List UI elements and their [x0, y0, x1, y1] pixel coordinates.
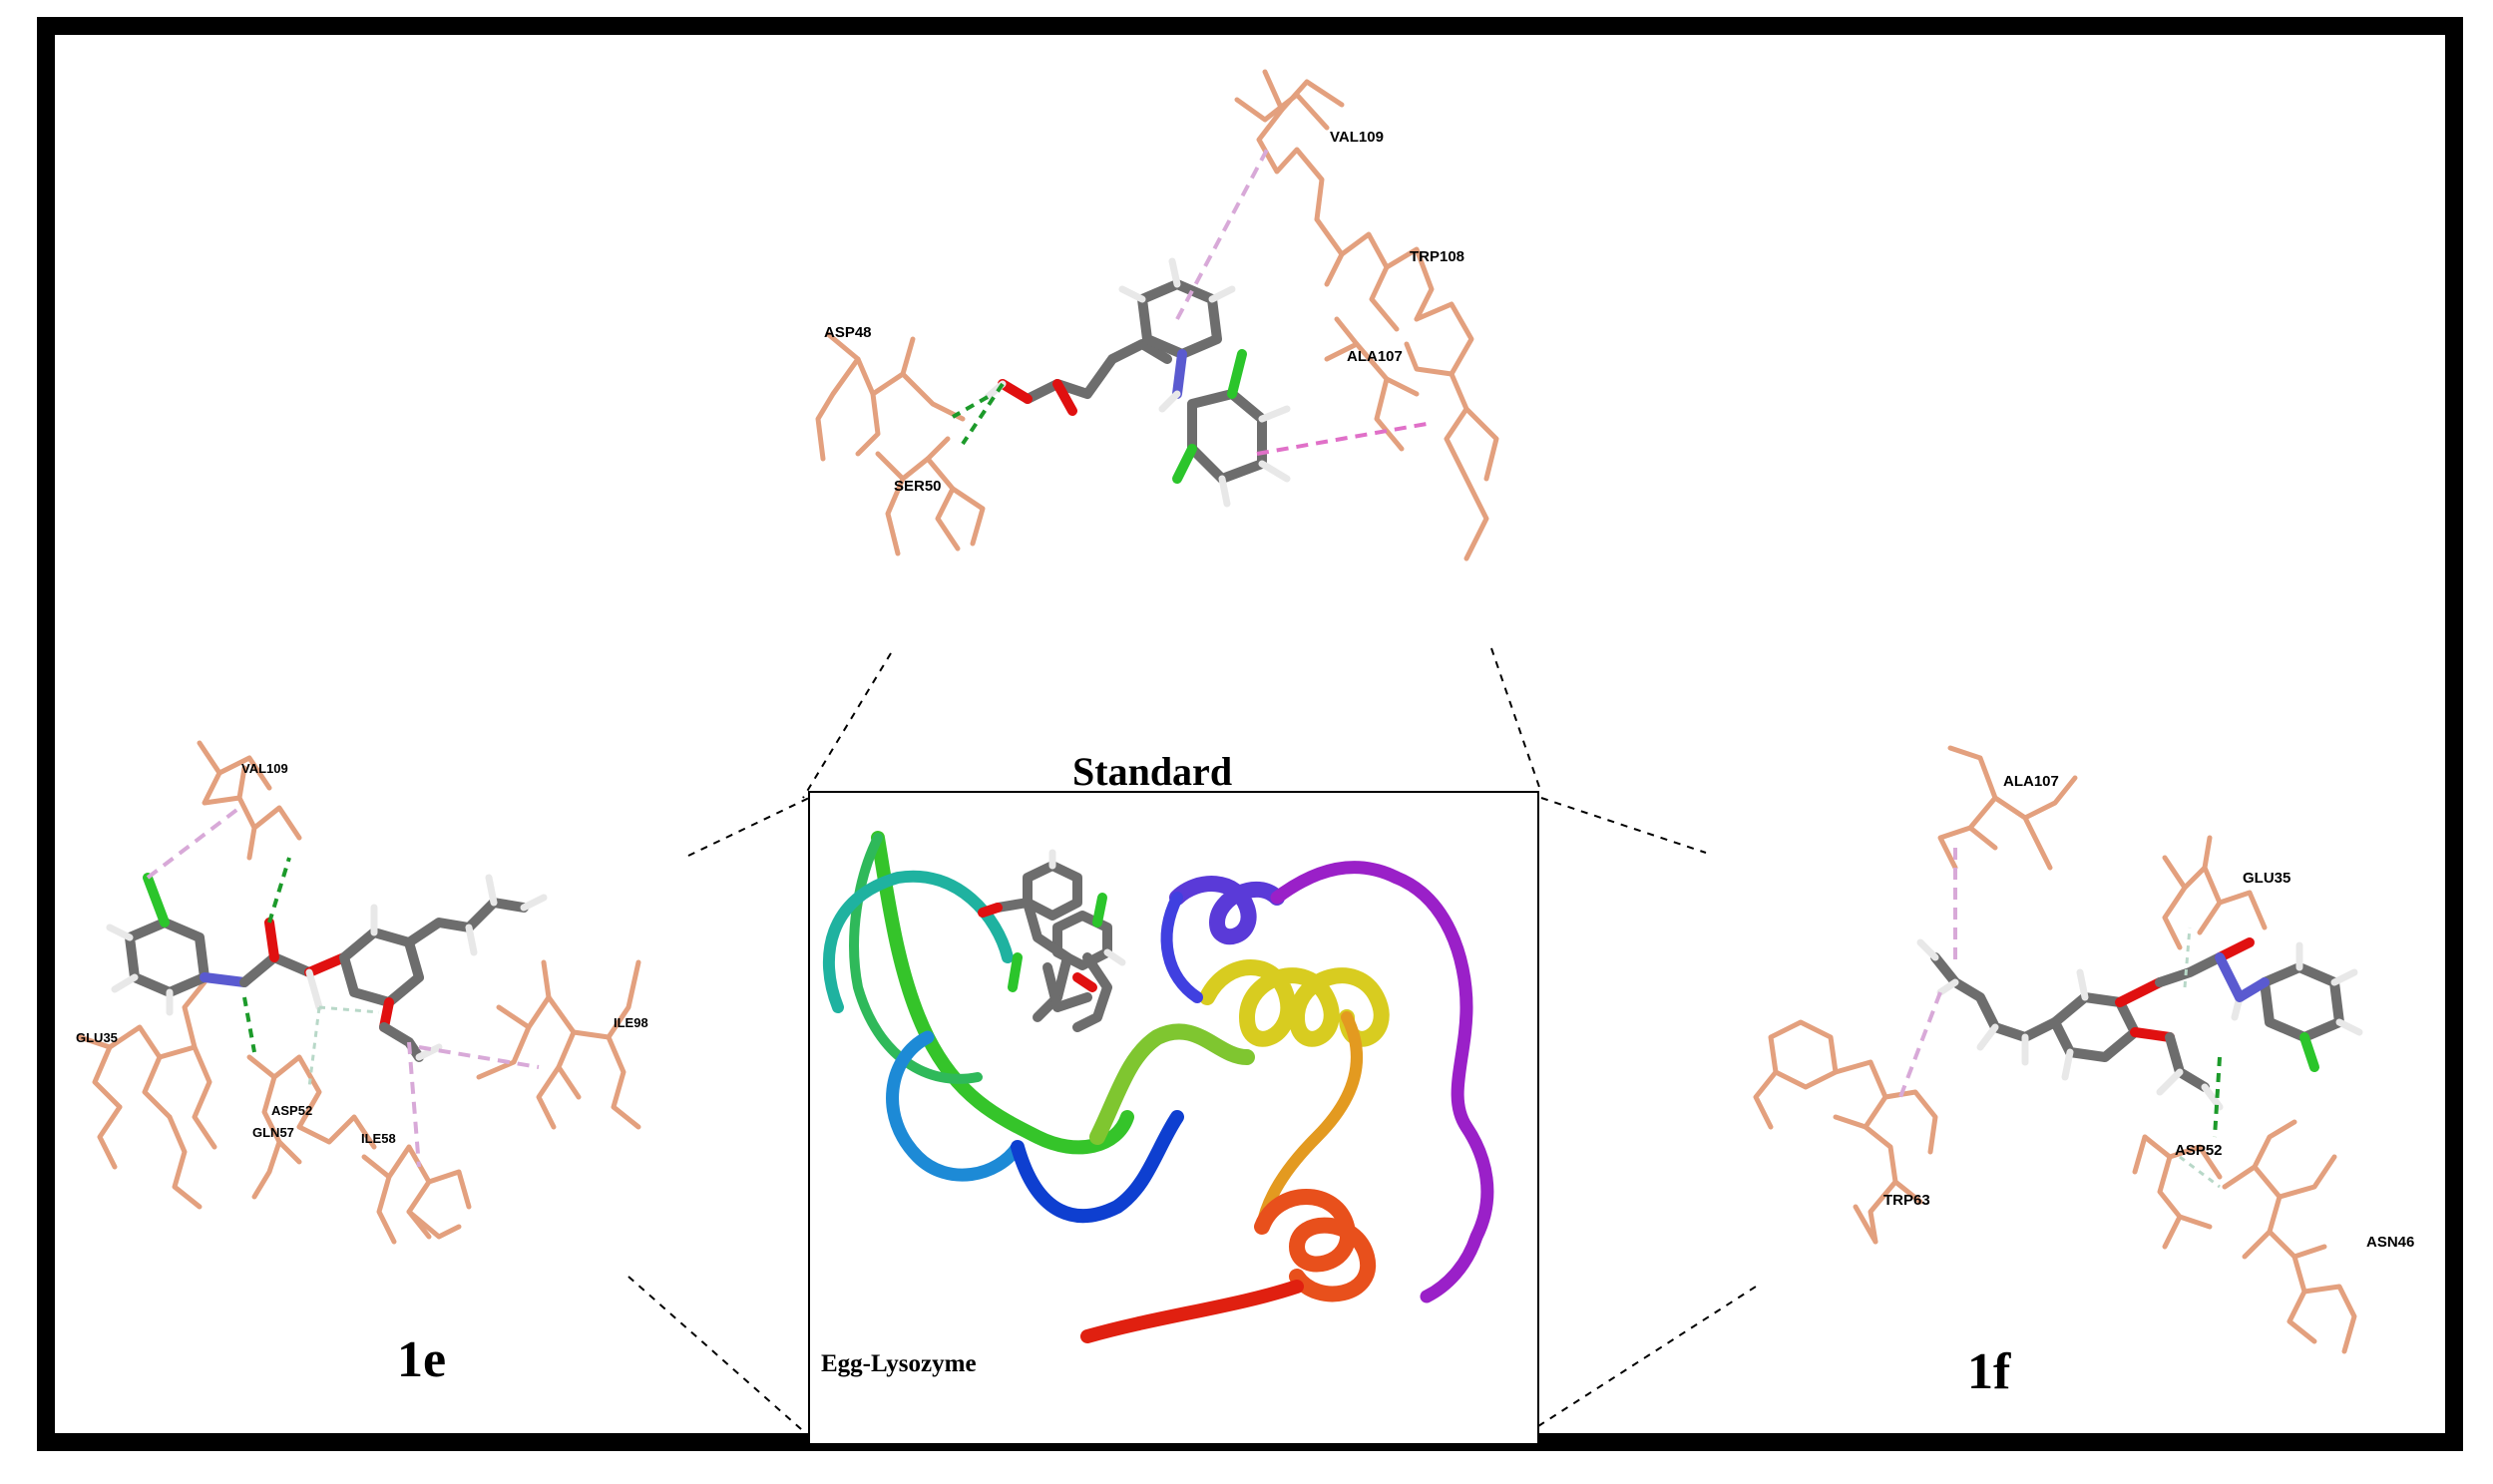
- center-ligand-stack: [978, 849, 1126, 1032]
- left-label-ile98: ILE98: [614, 1015, 648, 1030]
- top-label-asp48: ASP48: [824, 324, 872, 341]
- left-contact-2: [318, 1005, 380, 1014]
- left-panel: VAL109 GLU35 ILE98 ASP52 GLN57 ILE58 1e: [76, 740, 648, 1388]
- center-title: Standard: [1072, 749, 1232, 794]
- top-panel: VAL109 TRP108 ASP48 ALA107 SER50: [815, 69, 1499, 561]
- right-ligand: [1916, 937, 2363, 1111]
- top-pi-1: [1175, 149, 1269, 320]
- left-pi-1: [146, 806, 241, 880]
- center-caption: Egg-Lysozyme: [821, 1350, 977, 1377]
- right-label-asp52: ASP52: [2175, 1142, 2223, 1159]
- left-caption: 1e: [397, 1331, 446, 1388]
- left-hbond-2: [242, 996, 256, 1053]
- left-label-glu35: GLU35: [76, 1030, 118, 1045]
- lysozyme-ribbon: [822, 831, 1494, 1343]
- left-pi-2: [418, 1045, 540, 1069]
- right-label-asn46: ASN46: [2366, 1234, 2414, 1251]
- left-ligand: [106, 873, 548, 1062]
- right-pi-2: [1898, 991, 1942, 1098]
- left-pi-3: [407, 1041, 421, 1168]
- left-residue-sticks: [77, 740, 641, 1245]
- right-label-ala107: ALA107: [2003, 773, 2059, 790]
- left-label-gln57: GLN57: [252, 1125, 294, 1140]
- left-label-val109: VAL109: [241, 761, 288, 776]
- center-panel: Standard: [808, 749, 1539, 1445]
- right-label-glu35: GLU35: [2243, 870, 2290, 887]
- top-pi-2: [1256, 422, 1428, 456]
- left-contact-1: [307, 1006, 321, 1088]
- right-hbond-1: [2213, 1056, 2222, 1138]
- left-label-ile58: ILE58: [361, 1131, 396, 1146]
- left-label-asp52: ASP52: [271, 1103, 312, 1118]
- top-residue-sticks: [815, 69, 1499, 561]
- right-caption: 1f: [1967, 1343, 2011, 1400]
- top-label-trp108: TRP108: [1410, 248, 1464, 265]
- top-label-ala107: ALA107: [1347, 348, 1403, 365]
- right-contact-1: [2183, 927, 2192, 988]
- left-hbond-1: [267, 857, 291, 924]
- connector-lines: [627, 647, 1757, 1437]
- right-residue-sticks: [1753, 745, 2357, 1354]
- top-label-ser50: SER50: [894, 478, 942, 495]
- top-hbond-1: [952, 395, 989, 419]
- top-ligand: [984, 257, 1291, 508]
- right-contact-2: [2179, 1155, 2221, 1189]
- right-panel: ALA107 GLU35 TRP63 ASP52 ASN46 1f: [1753, 745, 2414, 1400]
- right-label-trp63: TRP63: [1883, 1192, 1930, 1209]
- top-hbond-2: [961, 382, 1005, 446]
- top-label-val109: VAL109: [1330, 129, 1384, 146]
